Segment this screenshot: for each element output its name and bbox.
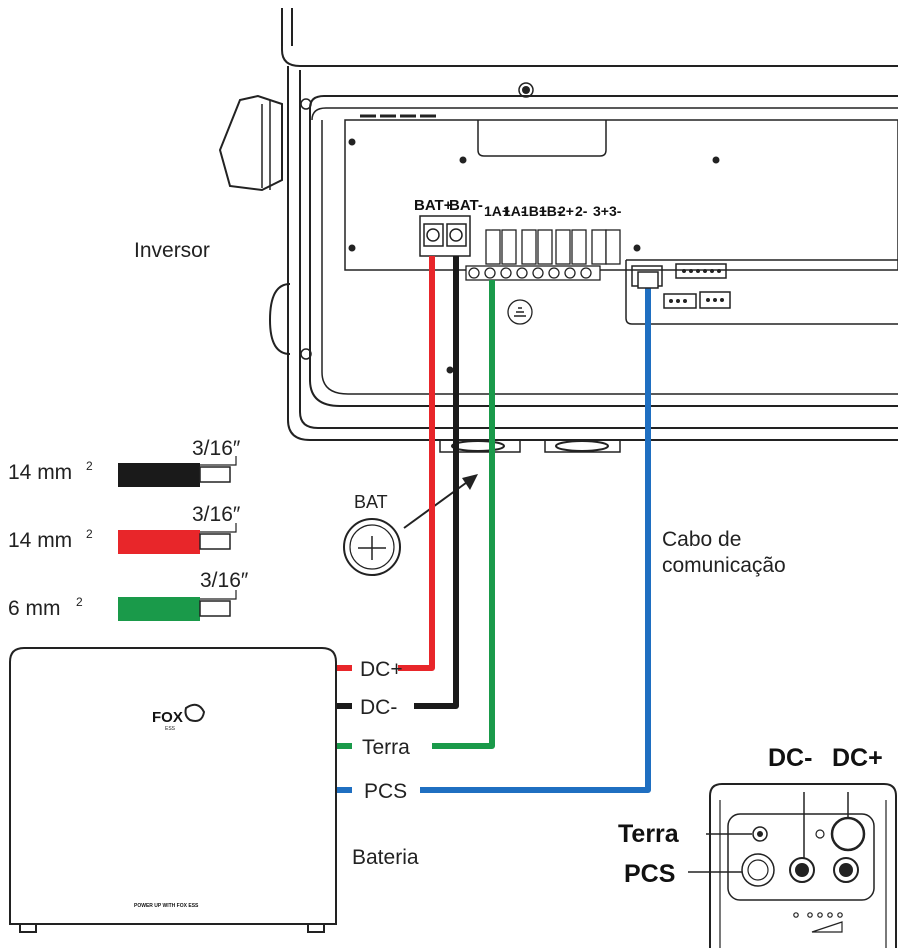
- terminal-bat-plus: BAT+: [414, 197, 453, 214]
- wires: [336, 256, 651, 793]
- comm-cable-label-line2: comunicação: [662, 554, 786, 577]
- port-ground-label: Terra: [362, 736, 410, 759]
- detail-dc-plus-label: DC+: [832, 744, 883, 772]
- ground-symbol-icon: [514, 307, 526, 317]
- bat-terminal-block: [419, 215, 471, 257]
- wire-pcs: [420, 286, 651, 793]
- battery-logo: FOX: [152, 709, 183, 726]
- terminal-1b-plus: 1B+: [521, 203, 547, 219]
- terminal-3-minus: 3-: [609, 203, 622, 219]
- battery-logo-sub: ESS: [165, 726, 176, 732]
- cable-strip-length: 3/16″: [192, 437, 241, 460]
- battery-slogan: POWER UP WITH FOX ESS: [134, 903, 199, 909]
- bat-gland-label: BAT: [354, 492, 388, 512]
- inverter-bolts: [300, 82, 534, 360]
- detail-dc-minus-label: DC-: [768, 744, 812, 772]
- fox-logo-icon: [184, 703, 206, 722]
- terminal-2-plus: 2+: [558, 203, 574, 219]
- cable-strip-length: 3/16″: [192, 503, 241, 526]
- inverter-label: Inversor: [134, 239, 210, 262]
- wire-dc-plus: [398, 256, 435, 671]
- cable-size-label: 14 mm: [8, 529, 72, 552]
- battery-label: Bateria: [352, 846, 419, 869]
- cable-size-label: 14 mm: [8, 461, 72, 484]
- wire-dc-minus: [414, 256, 459, 709]
- cable-size-sup: 2: [86, 459, 93, 473]
- comm-board-pins: [669, 269, 724, 303]
- signal-terminal-block: [465, 229, 621, 325]
- terminal-2-minus: 2-: [575, 203, 588, 219]
- terminal-1a-plus: 1A+: [484, 203, 510, 219]
- cable-spec-red: 14 mm 2 3/16″: [8, 503, 241, 554]
- port-pcs-label: PCS: [364, 780, 407, 803]
- port-dc-minus-label: DC-: [360, 696, 397, 719]
- cable-size-sup: 2: [76, 595, 83, 609]
- comm-cable-label-line1: Cabo de: [662, 528, 741, 551]
- comm-board: [625, 259, 898, 325]
- wire-ground: [432, 280, 495, 749]
- arrow-icon: [462, 474, 478, 490]
- inverter-drawing: [218, 8, 898, 453]
- bat-gland-callout: BAT: [343, 474, 478, 576]
- cable-strip-length: 3/16″: [200, 569, 249, 592]
- cable-size-sup: 2: [86, 527, 93, 541]
- terminal-1a-minus: 1A-: [503, 203, 526, 219]
- terminal-1b-minus: 1B-: [539, 203, 562, 219]
- comm-port: [637, 271, 659, 289]
- terminal-3-plus: 3+: [593, 203, 609, 219]
- cable-spec-black: 14 mm 2 3/16″: [8, 437, 241, 487]
- inverter-screws: [348, 86, 720, 374]
- port-dc-plus-label: DC+: [360, 658, 403, 681]
- terminal-bat-minus: BAT-: [449, 197, 483, 214]
- detail-ground-label: Terra: [618, 820, 680, 848]
- cable-size-label: 6 mm: [8, 597, 61, 620]
- cable-spec-green: 6 mm 2 3/16″: [8, 569, 249, 621]
- detail-pcs-label: PCS: [624, 860, 675, 888]
- battery-port-detail: [688, 783, 897, 948]
- battery-drawing: FOX ESS POWER UP WITH FOX ESS: [9, 647, 337, 933]
- battery-port-labels: DC+ DC- Terra PCS: [352, 657, 432, 803]
